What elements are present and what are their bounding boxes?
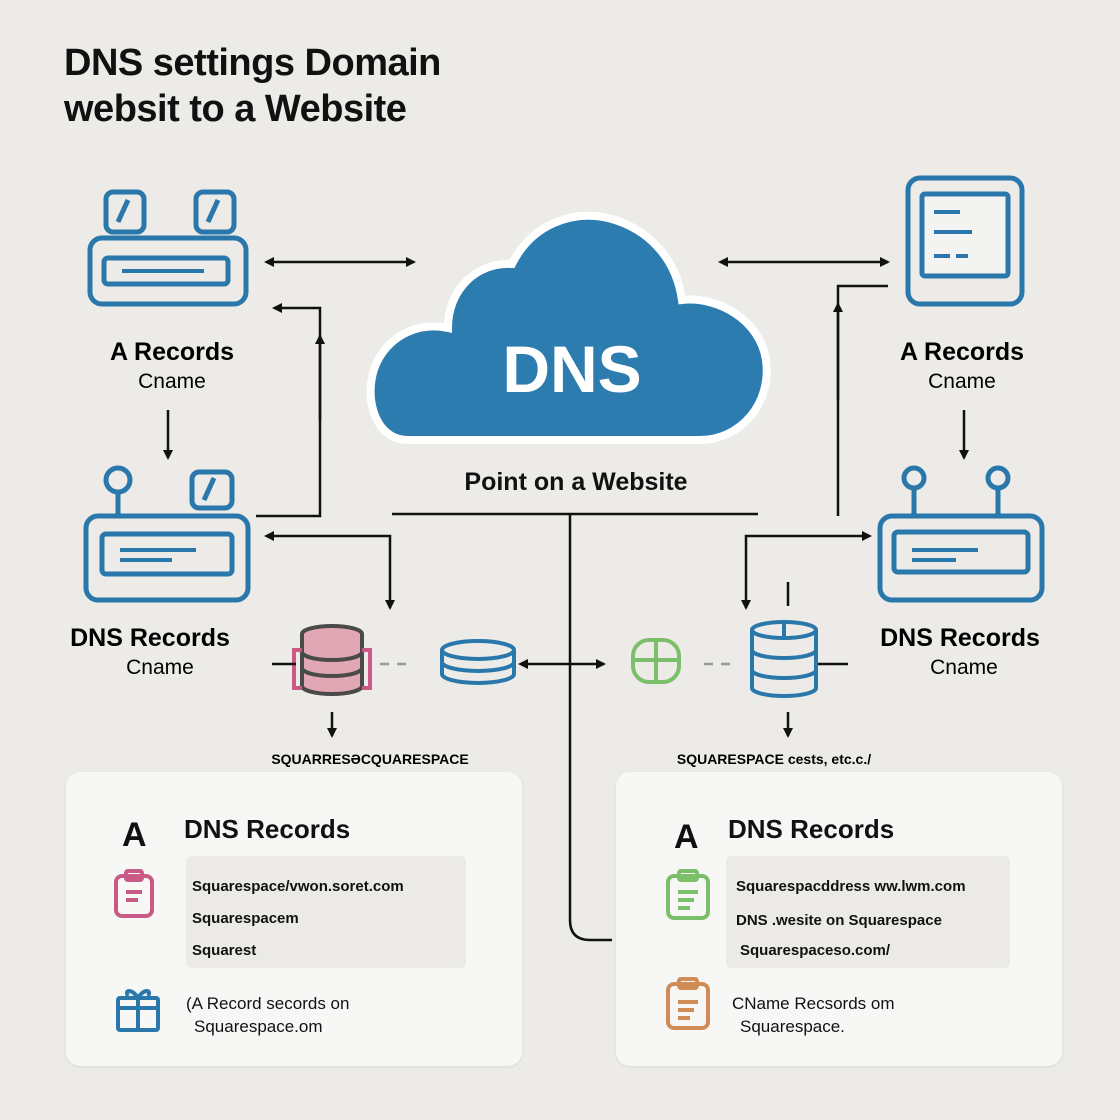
footer-line-2: Squarespace.om bbox=[194, 1017, 323, 1036]
panel-title: DNS Records bbox=[728, 814, 895, 844]
right-top-sub: Cname bbox=[928, 370, 996, 393]
router-icon bbox=[877, 465, 1045, 603]
record-line: Squarespacem bbox=[192, 910, 299, 927]
database-icon bbox=[750, 620, 818, 698]
record-line: Squarespaceso.com/ bbox=[740, 942, 891, 959]
left-mid-sub: Cname bbox=[126, 656, 194, 679]
record-line: DNS .wesite on Squarespace bbox=[736, 912, 942, 929]
right-caption: SQUARESPACE cests, etc.c./ bbox=[677, 751, 871, 767]
left-mid-label: DNS Records bbox=[70, 624, 230, 652]
panel-footer: CName Recsords om Squarespace. bbox=[732, 992, 895, 1038]
panel-title: DNS Records bbox=[184, 814, 351, 844]
left-caption: SQUARRESƏCQUARESPACE bbox=[271, 751, 468, 767]
footer-line-1: CName Recsords om bbox=[732, 994, 895, 1013]
records-box: Squarespacddress ww.lwm.com DNS .wesite … bbox=[726, 856, 1010, 968]
right-mid-label: DNS Records bbox=[880, 624, 1040, 652]
record-line: Squarest bbox=[192, 942, 257, 959]
footer-line-1: (A Record secords on bbox=[186, 994, 350, 1013]
right-mid-sub: Cname bbox=[930, 656, 998, 679]
title-line-2: websit to a Website bbox=[64, 88, 407, 130]
router-icon bbox=[87, 189, 249, 307]
database-icon bbox=[631, 638, 681, 684]
cloud-icon bbox=[366, 211, 771, 444]
clipboard-icon bbox=[114, 869, 154, 918]
panel-letter: A bbox=[122, 816, 147, 854]
title-line-1: DNS settings Domain bbox=[64, 42, 441, 84]
database-icon bbox=[292, 624, 372, 696]
router-icon bbox=[83, 465, 251, 603]
right-top-label: A Records bbox=[900, 338, 1024, 366]
document-icon bbox=[905, 175, 1025, 307]
page-title: DNS settings Domain websit to a Website bbox=[64, 40, 441, 132]
connector-lines bbox=[163, 257, 969, 942]
clipboard-icon bbox=[666, 977, 710, 1030]
left-top-sub: Cname bbox=[138, 370, 206, 393]
database-icon bbox=[440, 639, 516, 685]
cloud-caption: Point on a Website bbox=[464, 468, 687, 496]
left-records-panel: A DNS Records Squarespace/vwon.soret.com… bbox=[66, 772, 522, 1066]
left-top-label: A Records bbox=[110, 338, 234, 366]
footer-line-2: Squarespace. bbox=[740, 1017, 845, 1036]
gift-icon bbox=[116, 989, 160, 1032]
right-records-panel: A DNS Records Squarespacddress ww.lwm.co… bbox=[616, 772, 1062, 1066]
cloud-label: DNS bbox=[502, 332, 641, 406]
clipboard-icon bbox=[666, 869, 710, 920]
panel-letter: A bbox=[674, 818, 699, 856]
panel-footer: (A Record secords on Squarespace.om bbox=[186, 992, 349, 1038]
record-line: Squarespacddress ww.lwm.com bbox=[736, 878, 966, 895]
record-line: Squarespace/vwon.soret.com bbox=[192, 878, 404, 895]
records-box: Squarespace/vwon.soret.com Squarespacem … bbox=[186, 856, 466, 968]
